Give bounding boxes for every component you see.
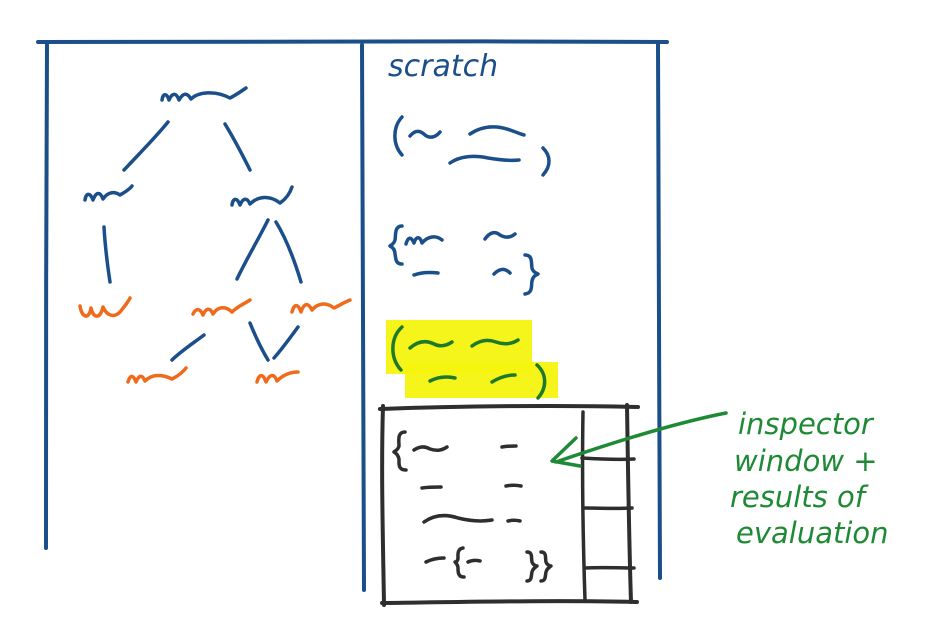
token — [412, 445, 449, 453]
tree-edge-root-left — [122, 120, 170, 172]
token — [448, 154, 521, 165]
inspector-scrollbar[interactable] — [580, 410, 636, 602]
scrollbar-left-edge — [580, 410, 587, 602]
result-node-3[interactable] — [290, 298, 352, 314]
frame-top-edge — [36, 39, 669, 44]
inspector-frame-left — [380, 404, 386, 607]
result-node-1[interactable] — [78, 296, 132, 318]
tree-node-right[interactable] — [230, 185, 294, 207]
token — [428, 375, 457, 383]
token — [506, 518, 522, 523]
token — [424, 556, 446, 564]
inspector-window[interactable] — [378, 403, 640, 607]
annotation-arrow — [550, 411, 728, 468]
scratch-expression-parens[interactable] — [393, 115, 551, 177]
token — [500, 444, 518, 449]
close-brace — [523, 253, 540, 296]
token — [483, 230, 517, 241]
tree-edge-right-b — [274, 220, 303, 284]
token — [412, 270, 440, 277]
tree-node-left[interactable] — [83, 184, 134, 202]
annotation-line-3: results of — [730, 480, 869, 514]
tree-edge-mid-c — [272, 325, 300, 360]
result-node-5[interactable] — [255, 370, 300, 384]
annotation-line-2: window + — [734, 444, 878, 478]
token — [470, 338, 520, 348]
frame-right-edge — [656, 42, 662, 580]
frame-left-edge — [44, 43, 49, 550]
highlight-band-bottom — [405, 362, 558, 398]
frame-divider — [360, 43, 366, 592]
annotation-label: inspector window + results of evaluation — [730, 407, 889, 550]
tree-edge-right-a — [235, 218, 270, 281]
open-brace — [388, 224, 404, 266]
token — [408, 129, 442, 139]
inspector-frame-bottom — [380, 599, 639, 605]
inspector-frame-top — [378, 403, 640, 411]
open-paren — [393, 115, 404, 157]
token — [420, 485, 443, 490]
open-paren — [391, 325, 404, 372]
scratch-expression-highlighted[interactable] — [386, 320, 558, 400]
token — [490, 373, 517, 384]
window-frame — [36, 39, 669, 592]
token — [408, 339, 454, 350]
open-brace — [392, 430, 408, 472]
result-node-4[interactable] — [126, 366, 188, 384]
tree-edge-mid-a — [170, 333, 206, 362]
annotation-line-4: evaluation — [736, 516, 889, 550]
close-paren — [535, 363, 547, 400]
arrow-shaft — [554, 411, 728, 464]
token — [466, 558, 482, 564]
token — [492, 267, 512, 276]
scratch-title: scratch — [388, 49, 498, 84]
nested-open-brace — [453, 546, 466, 579]
annotation-line-1: inspector — [738, 407, 875, 441]
arrow-head — [550, 436, 582, 468]
scratch-expression-braces[interactable] — [388, 224, 540, 296]
tree-edge-root-right — [223, 122, 252, 172]
nested-close-braces — [525, 550, 553, 583]
tree-edge-mid-b — [248, 321, 270, 362]
token — [468, 125, 526, 137]
tree-edge-left-child — [102, 225, 112, 284]
inspector-frame-right — [625, 403, 633, 604]
token — [404, 235, 444, 246]
tree-node-root[interactable] — [160, 86, 248, 102]
result-node-2[interactable] — [191, 298, 252, 317]
token — [504, 483, 523, 488]
token — [422, 513, 494, 524]
scrollbar-divider — [580, 456, 636, 462]
expression-tree — [78, 86, 352, 384]
close-paren — [541, 146, 551, 177]
inspector-contents — [392, 430, 553, 583]
